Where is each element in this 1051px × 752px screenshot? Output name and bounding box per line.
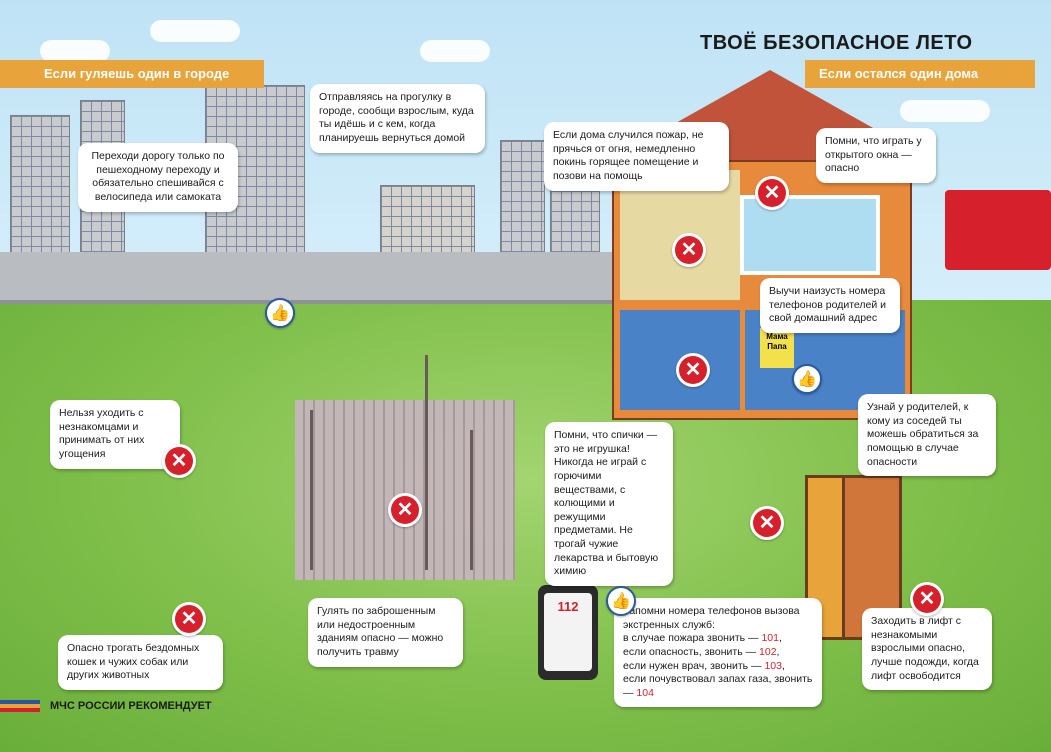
building — [500, 140, 545, 255]
emergency-row: если почувствовал запах газа, звонить — … — [623, 673, 813, 700]
phone-screen: 112 — [544, 593, 592, 671]
emergency-row: если нужен врач, звонить — 103, — [623, 660, 813, 674]
emergency-label: если почувствовал запах газа, звонить — — [623, 673, 813, 699]
tip-fire: Если дома случился пожар, не прячься от … — [544, 122, 729, 191]
section-banner-home: Если остался один дома — [805, 60, 1035, 88]
cloud — [420, 40, 490, 62]
footer-label: МЧС РОССИИ РЕКОМЕНДУЕТ — [50, 700, 212, 712]
emergency-intro: Запомни номера телефонов вызова экстренн… — [623, 605, 800, 631]
prohibited-icon: ✕ — [750, 506, 784, 540]
cloud — [40, 40, 110, 62]
flag-stripes — [0, 700, 40, 712]
tip-construction: Гулять по заброшенным или недостроенным … — [308, 598, 463, 667]
tip-matches: Помни, что спички — это не игрушка! Нико… — [545, 422, 673, 587]
emergency-number: 104 — [636, 686, 654, 699]
crane — [470, 430, 473, 570]
tip-neighbors: Узнай у родителей, к кому из соседей ты … — [858, 394, 996, 477]
fire-truck — [945, 190, 1051, 270]
prohibited-icon: ✕ — [672, 233, 706, 267]
emergency-label: в случае пожара звонить — — [623, 632, 762, 645]
emergency-row: в случае пожара звонить — 101, — [623, 632, 813, 646]
emergency-label: если опасность, звонить — — [623, 645, 760, 658]
emergency-number: 101 — [761, 632, 779, 645]
open-window — [740, 195, 880, 275]
footer: МЧС РОССИИ РЕКОМЕНДУЕТ — [0, 698, 212, 714]
crane — [425, 355, 428, 570]
cloud — [150, 20, 240, 42]
prohibited-icon: ✕ — [388, 493, 422, 527]
prohibited-icon: ✕ — [172, 602, 206, 636]
tip-emergency-numbers: Запомни номера телефонов вызова экстренн… — [614, 598, 822, 708]
prohibited-icon: ✕ — [676, 353, 710, 387]
section-banner-city: Если гуляешь один в городе — [0, 60, 264, 88]
note-mom: Мама — [766, 332, 788, 341]
prohibited-icon: ✕ — [910, 582, 944, 616]
prohibited-icon: ✕ — [162, 444, 196, 478]
building-theatre — [380, 185, 475, 255]
tip-crossing: Переходи дорогу только по пешеходному пе… — [78, 143, 238, 212]
emergency-punct: , — [782, 659, 785, 672]
crane — [310, 410, 313, 570]
tip-elevator: Заходить в лифт с незнакомыми взрослыми … — [862, 608, 992, 691]
tip-window: Помни, что играть у открытого окна — опа… — [816, 128, 936, 183]
emergency-number: 103 — [764, 659, 782, 672]
emergency-punct: , — [776, 645, 780, 658]
prohibited-icon: ✕ — [755, 176, 789, 210]
construction-site — [295, 400, 515, 580]
thumbs-up-icon: 👍 — [606, 586, 636, 616]
note-card: Мама Папа — [760, 328, 794, 368]
page-title: ТВОЁ БЕЗОПАСНОЕ ЛЕТО — [700, 32, 973, 54]
emergency-label: если нужен врач, звонить — — [623, 659, 765, 672]
tip-parents-phones: Выучи наизусть номера телефонов родителе… — [760, 278, 900, 333]
road-edge — [0, 300, 620, 304]
note-dad: Папа — [767, 342, 787, 352]
emergency-punct: , — [778, 632, 782, 645]
emergency-number: 102 — [759, 645, 777, 658]
emergency-row: если опасность, звонить — 102, — [623, 646, 813, 660]
thumbs-up-icon: 👍 — [265, 298, 295, 328]
tip-animals: Опасно трогать бездомных кошек и чужих с… — [58, 635, 223, 690]
road — [0, 252, 620, 300]
tip-strangers: Нельзя уходить с незнакомцами и принимат… — [50, 400, 180, 469]
thumbs-up-icon: 👍 — [792, 364, 822, 394]
building — [10, 115, 70, 255]
tip-walk: Отправляясь на прогулку в городе, сообщи… — [310, 84, 485, 153]
